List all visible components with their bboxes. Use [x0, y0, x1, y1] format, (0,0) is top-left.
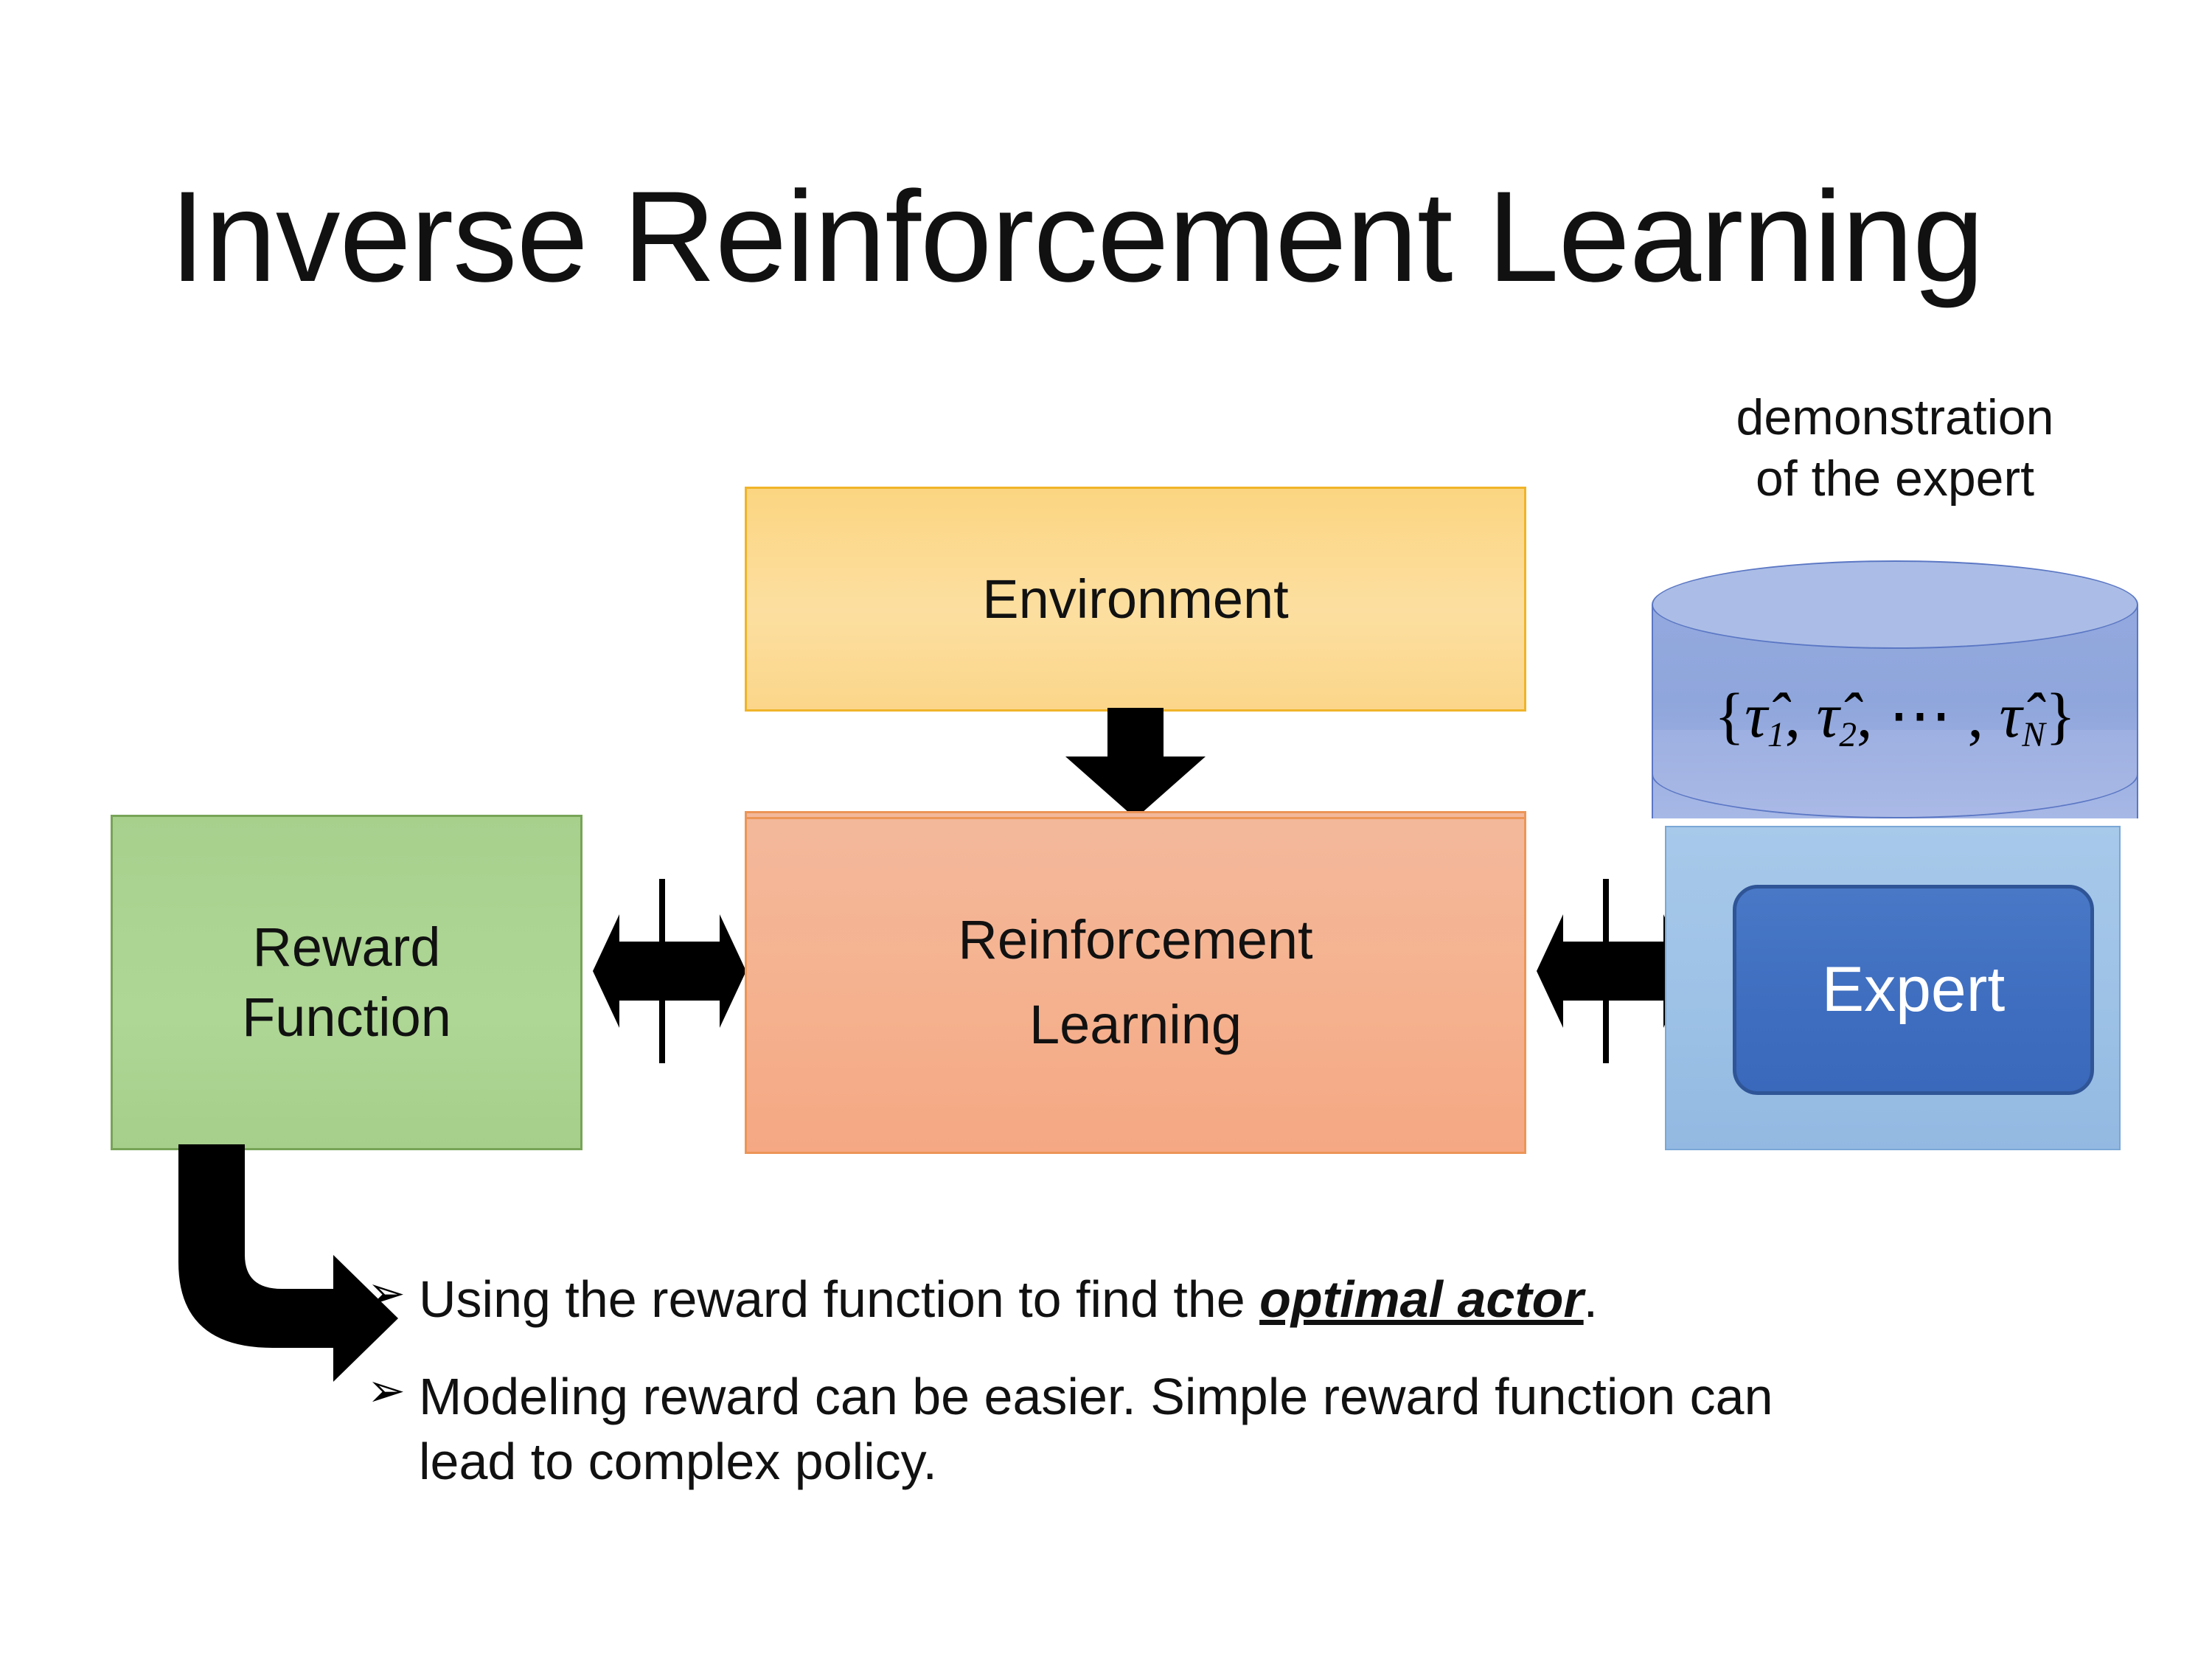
cylinder-bottom-cap [1652, 730, 2138, 818]
reward-function-label-line2: Function [242, 986, 451, 1048]
environment-label: Environment [982, 568, 1289, 630]
expert-trajectory-cylinder: {τ̂1, τ̂2, ⋯ , τ̂N} [1652, 560, 2138, 863]
formula-tau2: τ̂ [1816, 680, 1840, 751]
bullet-1-suffix: . [1583, 1270, 1599, 1328]
reinforcement-learning-box[interactable]: Reinforcement Learning [745, 811, 1526, 1154]
formula-open-brace: { [1714, 680, 1745, 751]
formula-tauN: τ̂ [1999, 680, 2023, 751]
reward-rl-quad-arrow [593, 879, 746, 1063]
demonstration-caption: demonstration of the expert [1630, 387, 2160, 509]
formula-sep1: , [1784, 680, 1817, 751]
rl-label-line1: Reinforcement [958, 908, 1313, 970]
list-item: ➢ Modeling reward can be easier. Simple … [367, 1364, 2122, 1494]
formula-tau2-sub: 2 [1839, 716, 1857, 755]
reward-to-bullets-elbow-arrow [178, 1144, 398, 1382]
reward-function-label: Reward Function [242, 913, 451, 1052]
bullet-1-emphasis: optimal actor [1259, 1270, 1584, 1328]
rl-label-line2: Learning [1029, 993, 1242, 1055]
reward-function-label-line1: Reward [252, 916, 441, 978]
bullet-list: ➢ Using the reward function to find the … [367, 1267, 2122, 1527]
expert-button-label: Expert [1821, 954, 2006, 1025]
demonstration-caption-line1: demonstration [1736, 389, 2054, 445]
rl-expert-quad-arrow [1537, 879, 1690, 1063]
cylinder-top-ellipse [1652, 560, 2138, 649]
formula-tau1: τ̂ [1745, 680, 1767, 751]
formula-ellipsis: , ⋯ , [1857, 680, 2000, 751]
bullet-text-1: Using the reward function to find the op… [419, 1267, 1598, 1332]
demonstration-caption-line2: of the expert [1755, 450, 2035, 507]
bullet-1-prefix: Using the reward function to find the [419, 1270, 1260, 1328]
bullet-text-2: Modeling reward can be easier. Simple re… [419, 1368, 1773, 1491]
formula-tau1-sub: 1 [1767, 716, 1785, 755]
reinforcement-learning-label: Reinforcement Learning [958, 898, 1312, 1067]
page-title: Inverse Reinforcement Learning [170, 165, 1984, 309]
bullet-arrow-icon: ➢ [367, 1366, 406, 1417]
bullet-arrow-icon: ➢ [367, 1268, 406, 1319]
formula-tauN-sub: N [2022, 716, 2045, 755]
environment-box[interactable]: Environment [745, 487, 1526, 712]
formula-close-brace: } [2045, 680, 2076, 751]
expert-button[interactable]: Expert [1733, 885, 2094, 1095]
trajectory-set-formula: {τ̂1, τ̂2, ⋯ , τ̂N} [1652, 678, 2138, 755]
reward-function-box[interactable]: Reward Function [111, 815, 582, 1150]
env-to-rl-down-arrow [1065, 708, 1206, 818]
list-item: ➢ Using the reward function to find the … [367, 1267, 2122, 1332]
